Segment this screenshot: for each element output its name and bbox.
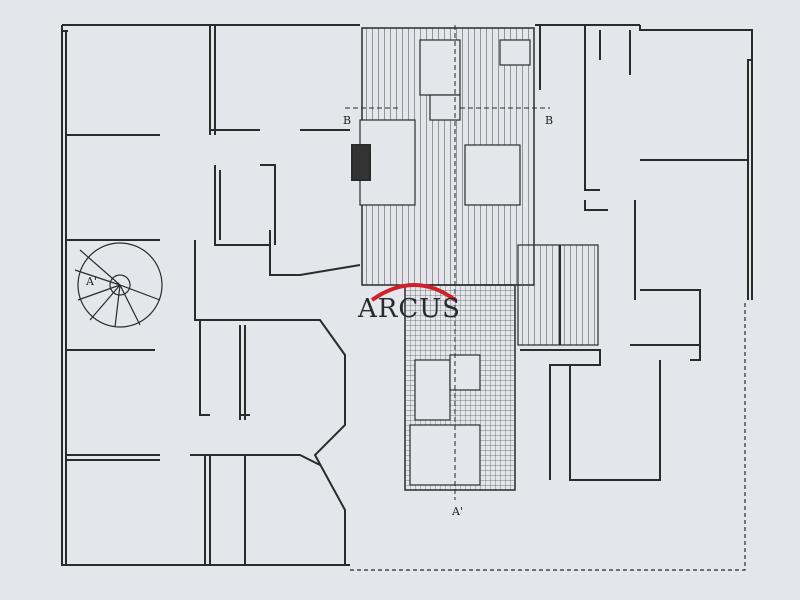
- logo-arc: [370, 283, 457, 302]
- spiral-staircase: [74, 242, 163, 328]
- section-marker-b-left: B: [343, 114, 352, 127]
- arcus-watermark-logo: ARCUS: [350, 284, 460, 324]
- left-rooms: [66, 25, 361, 565]
- section-marker-b-right: B: [545, 114, 554, 127]
- chimney: [351, 144, 371, 181]
- section-marker-a-top: A': [86, 275, 97, 288]
- right-rooms: [517, 25, 748, 481]
- outer-walls: [61, 24, 753, 571]
- logo-text: ARCUS: [358, 294, 461, 324]
- section-marker-a-bottom: A': [452, 505, 463, 518]
